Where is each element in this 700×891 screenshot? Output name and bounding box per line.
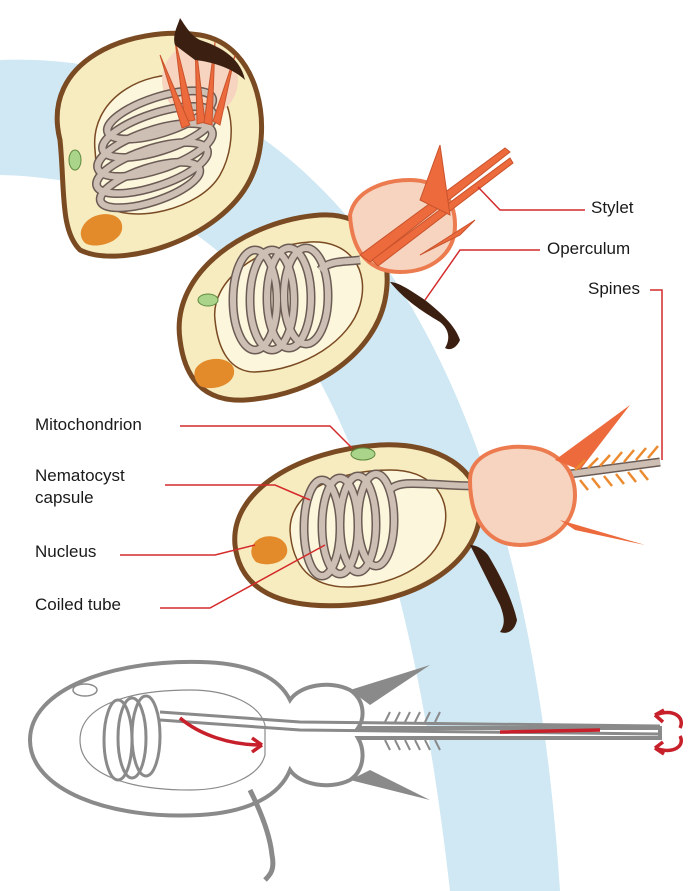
leader-operculum bbox=[424, 249, 540, 301]
stage-3-stylets bbox=[555, 405, 645, 545]
leader-spines bbox=[650, 289, 663, 460]
stage-1-nematocyst bbox=[54, 18, 264, 259]
stage-3-operculum bbox=[470, 545, 517, 633]
stage-3-nematocyst bbox=[232, 405, 661, 633]
leader-mitochondrion bbox=[180, 425, 353, 449]
arrow-tube-extension bbox=[499, 728, 601, 734]
label-operculum: Operculum bbox=[547, 239, 631, 258]
label-mitochondrion: Mitochondrion bbox=[35, 415, 142, 434]
stage-4-capsule-outline bbox=[27, 659, 662, 818]
label-nucleus: Nucleus bbox=[35, 542, 97, 561]
arrow-tube-eversion bbox=[178, 716, 263, 747]
stage-1-mitochondrion bbox=[68, 149, 82, 171]
stage-2-nematocyst bbox=[176, 144, 514, 403]
stage-2-mitochondrion bbox=[197, 293, 219, 307]
leader-lines bbox=[120, 186, 663, 609]
discharge-arrows bbox=[178, 708, 683, 756]
label-nematocyst-capsule: Nematocyst capsule bbox=[35, 465, 125, 509]
stage-2-coiled-tube bbox=[228, 243, 361, 355]
stage-2-stylets bbox=[359, 144, 514, 267]
stage-3-spines bbox=[574, 445, 659, 491]
membrane-band bbox=[0, 59, 560, 891]
label-spines: Spines bbox=[588, 279, 640, 298]
stage-4-stylets bbox=[350, 665, 430, 800]
stage-4-spines bbox=[384, 711, 441, 751]
label-capsule-line1: Nematocyst bbox=[35, 466, 125, 485]
stage-2-operculum bbox=[390, 282, 460, 350]
stage-2-nucleus bbox=[194, 358, 235, 389]
stage-4-operculum bbox=[247, 788, 276, 882]
leader-stylet bbox=[477, 186, 585, 211]
stage-4-inner-sac bbox=[79, 689, 266, 791]
label-capsule-line2: capsule bbox=[35, 488, 94, 508]
stage-3-head bbox=[467, 444, 578, 548]
stage-3-mitochondrion bbox=[350, 447, 376, 461]
stage-1-coiled-tube bbox=[92, 86, 218, 213]
leader-capsule bbox=[165, 484, 311, 501]
stage-4-mitochondrion bbox=[72, 683, 98, 697]
label-coiled-tube: Coiled tube bbox=[35, 595, 122, 614]
leader-nucleus bbox=[120, 544, 256, 556]
stage-3-nucleus bbox=[251, 536, 288, 565]
label-stylet: Stylet bbox=[591, 198, 634, 217]
stage-1-nucleus bbox=[80, 214, 123, 246]
leader-coiled-tube bbox=[160, 544, 326, 609]
stage-1-operculum bbox=[174, 18, 245, 80]
stage-4-nematocyst-outline bbox=[27, 659, 662, 882]
